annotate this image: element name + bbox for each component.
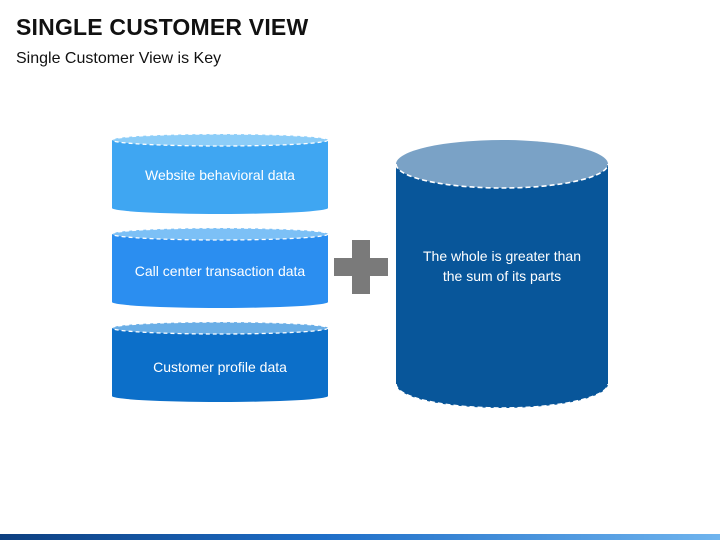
- source-cylinder-3-body: [112, 328, 328, 402]
- source-label-3: Customer profile data: [153, 359, 287, 375]
- result-cylinder-bottom-rim: [395, 383, 609, 409]
- source-cylinder-1-top: [111, 133, 329, 147]
- result-label: The whole is greater than the sum of its…: [400, 246, 604, 286]
- source-cylinder-3-top: [111, 321, 329, 335]
- source-cylinder-1-body: [112, 140, 328, 214]
- result-label-line-2: the sum of its parts: [442, 268, 562, 284]
- page-subtitle: Single Customer View is Key: [16, 50, 222, 67]
- result-label-line-1: The whole is greater than: [423, 248, 581, 264]
- footer-accent-bar: [0, 534, 720, 540]
- result-cylinder-body: [396, 164, 608, 408]
- result-cylinder-top: [396, 140, 608, 188]
- result-cylinder-top-rim: [395, 163, 609, 189]
- source-cylinder-1: [111, 133, 329, 214]
- page-title: SINGLE CUSTOMER VIEW: [16, 14, 309, 40]
- source-cylinder-2-body: [112, 234, 328, 308]
- source-label-1: Website behavioral data: [145, 167, 295, 183]
- source-cylinder-2: [111, 227, 329, 308]
- plus-icon: [334, 240, 388, 294]
- result-cylinder: [395, 140, 609, 409]
- source-cylinder-3: [111, 321, 329, 402]
- source-cylinder-2-top: [111, 227, 329, 241]
- source-label-2: Call center transaction data: [134, 263, 306, 279]
